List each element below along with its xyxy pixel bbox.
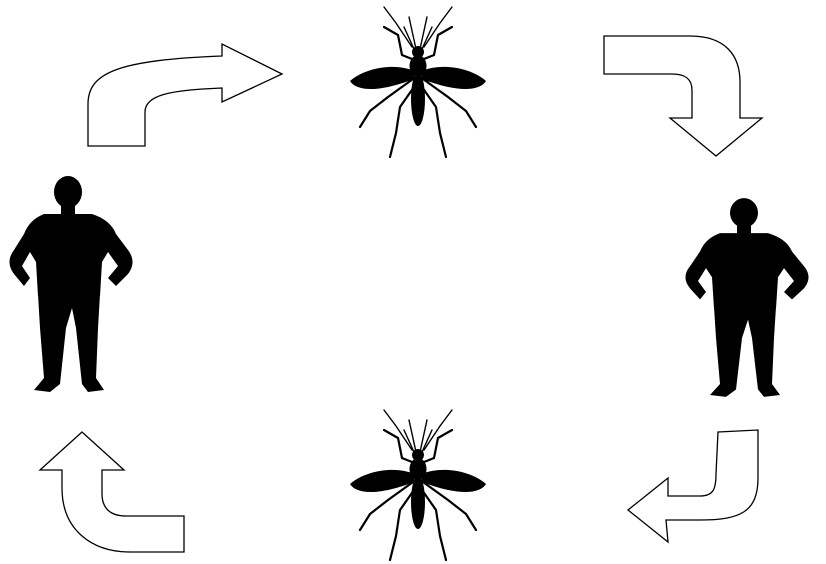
- person-right: [685, 198, 809, 397]
- mosquito-top: [348, 5, 488, 159]
- person-left: [9, 176, 133, 392]
- person-icon: [685, 198, 809, 397]
- person-icon: [9, 176, 133, 392]
- mosquito-icon: [348, 5, 488, 159]
- arrow-bottom-left: [38, 431, 185, 553]
- mosquito-bottom: [348, 408, 488, 562]
- mosquito-icon: [348, 408, 488, 562]
- arrow-top-left: [87, 42, 284, 147]
- arrow-bottom-right: [626, 429, 759, 544]
- arrow-top-right: [603, 35, 764, 157]
